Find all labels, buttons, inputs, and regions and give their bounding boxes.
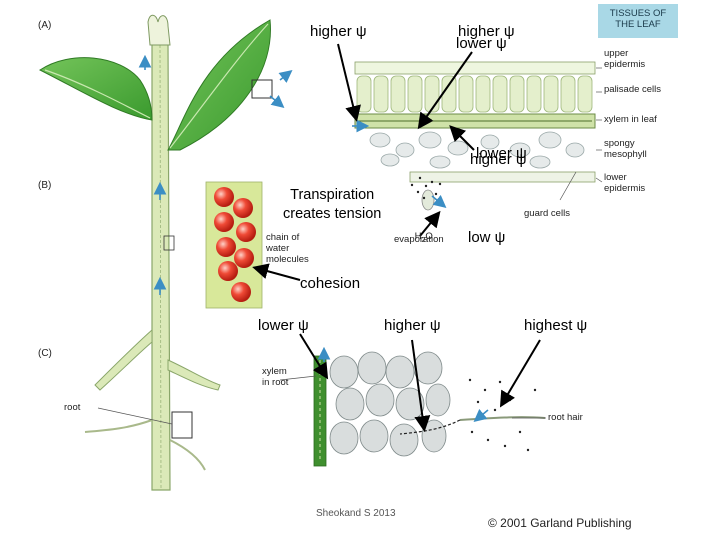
panel-label-a: (A) — [38, 20, 52, 31]
label-palisade-cells: palisade cells — [604, 84, 662, 95]
h2o-o: O — [425, 231, 433, 242]
overlay-highest-psi: highest ψ — [524, 317, 588, 334]
credit-sheokand: Sheokand S 2013 — [316, 508, 396, 519]
overlay-higher-psi-overlap: higher ψ — [470, 151, 527, 168]
right-leaf — [167, 19, 273, 151]
h2o-h: H — [414, 231, 422, 242]
leaf-cross-section — [354, 61, 596, 211]
label-xylem-in-leaf: xylem in leaf — [604, 114, 657, 125]
evaporation-dots — [410, 176, 442, 200]
flow-arrows-leaf — [352, 119, 447, 209]
overlay-higher-psi-2: higher ψ — [458, 23, 515, 40]
overlay-cohesion: cohesion — [300, 275, 361, 292]
panel-label-c: (C) — [38, 348, 52, 359]
panel-label-b: (B) — [38, 180, 52, 191]
annotation-arrows — [252, 43, 541, 432]
label-xylem-in-root: xylem in root — [262, 366, 289, 388]
credit-garland: © 2001 Garland Publishing — [488, 516, 632, 530]
title-text: TISSUES OF THE LEAF — [609, 8, 667, 30]
stem — [147, 14, 171, 491]
label-evaporation: evaporation — [394, 234, 444, 245]
tissues-of-leaf-title: TISSUES OF THE LEAF — [598, 4, 678, 38]
label-h2o: H2O — [404, 220, 433, 257]
overlay-higher-psi-1: higher ψ — [310, 23, 367, 40]
overlay-transpiration: Transpiration creates tension — [283, 187, 382, 222]
left-leaf — [39, 57, 153, 121]
label-spongy-mesophyll: spongy mesophyll — [604, 138, 647, 160]
label-root-hair: root hair — [548, 412, 583, 423]
label-guard-cells: guard cells — [524, 208, 570, 219]
overlay-lower-psi-overlap: lower ψ — [476, 145, 527, 162]
branches — [84, 328, 221, 471]
root-cross-section — [313, 346, 546, 467]
label-lower-epidermis: lower epidermis — [604, 172, 646, 194]
h2o-sub: 2 — [421, 236, 426, 244]
plant-flow-arrows — [138, 54, 293, 295]
chain-region — [163, 181, 263, 309]
overlay-lower-psi-1: lower ψ — [456, 35, 507, 52]
label-chain-of-water-molecules: chain of water molecules — [266, 232, 309, 265]
leader-lines — [97, 67, 603, 425]
label-root: root — [64, 402, 81, 413]
overlay-lower-psi-left: lower ψ — [258, 317, 309, 334]
label-upper-epidermis: upper epidermis — [604, 48, 646, 70]
overlay-low-psi: low ψ — [468, 229, 506, 246]
overlay-higher-psi-mid: higher ψ — [384, 317, 441, 334]
